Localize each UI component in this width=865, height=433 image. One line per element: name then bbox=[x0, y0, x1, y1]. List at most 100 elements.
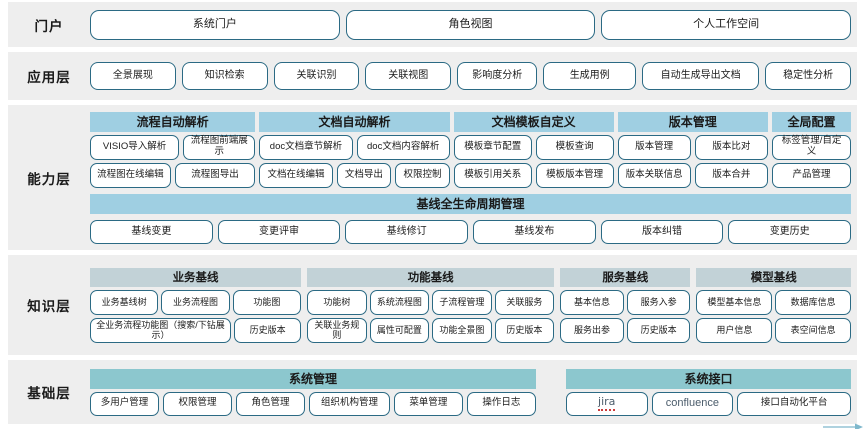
lifecycle-item-4[interactable]: 版本纠错 bbox=[600, 219, 724, 244]
base-cell-0-0[interactable]: 多用户管理 bbox=[90, 391, 160, 416]
knowledge-cell-0-0-2[interactable]: 功能图 bbox=[232, 289, 302, 315]
knowledge-cell-1-0-1[interactable]: 系统流程图 bbox=[369, 289, 430, 315]
decorative-arrow-icon bbox=[823, 423, 863, 429]
knowledge-cell-0-1-1[interactable]: 历史版本 bbox=[234, 317, 302, 343]
layer-label-ability: 能力层 bbox=[27, 171, 71, 187]
knowledge-group-function: 功能基线 功能树 系统流程图 子流程管理 关联服务 关联业务规则 属性可配置 功… bbox=[307, 267, 555, 343]
layer-band-knowledge: 知识层 业务基线 业务基线树 业务流程图 功能图 全业务流程功能图（搜索/下钻展… bbox=[8, 255, 857, 355]
portal-item-2[interactable]: 个人工作空间 bbox=[601, 9, 852, 40]
knowledge-cell-1-1-3[interactable]: 历史版本 bbox=[494, 317, 555, 343]
knowledge-cell-1-0-3[interactable]: 关联服务 bbox=[494, 289, 555, 315]
layer-label-application: 应用层 bbox=[27, 70, 71, 85]
knowledge-cell-2-0-0[interactable]: 基本信息 bbox=[560, 289, 624, 315]
layer-band-application: 应用层 全景展现 知识检索 关联识别 关联视图 影响度分析 生成用例 自动生成导… bbox=[8, 52, 857, 100]
ability-cell-2-0-0[interactable]: 模板章节配置 bbox=[453, 134, 532, 160]
ability-cell-3-1-0[interactable]: 版本关联信息 bbox=[617, 162, 691, 188]
ability-cell-4-1-0[interactable]: 产品管理 bbox=[772, 162, 851, 188]
layer-label-knowledge: 知识层 bbox=[27, 299, 71, 314]
knowledge-cell-2-1-1[interactable]: 历史版本 bbox=[626, 317, 691, 343]
application-item-1[interactable]: 知识检索 bbox=[181, 62, 268, 90]
knowledge-row-3-1: 用户信息 表空间信息 bbox=[696, 317, 851, 343]
ability-row-0-1: 流程图在线编辑 流程图导出 bbox=[90, 162, 256, 188]
base-group-header-0: 系统管理 bbox=[90, 368, 536, 389]
knowledge-row-2-1: 服务出参 历史版本 bbox=[560, 317, 691, 343]
lifecycle-item-3[interactable]: 基线发布 bbox=[473, 219, 596, 244]
ability-cell-2-1-1[interactable]: 模板版本管理 bbox=[535, 162, 614, 188]
application-item-0[interactable]: 全景展现 bbox=[90, 62, 176, 90]
knowledge-cell-3-0-0[interactable]: 模型基本信息 bbox=[696, 289, 773, 315]
base-cell-api-platform[interactable]: 接口自动化平台 bbox=[737, 391, 851, 416]
ability-row-1-0: doc文档章节解析 doc文档内容解析 bbox=[259, 134, 450, 160]
lifecycle-item-0[interactable]: 基线变更 bbox=[90, 219, 213, 244]
knowledge-group-header-0: 业务基线 bbox=[90, 267, 302, 287]
portal-item-1[interactable]: 角色视图 bbox=[345, 9, 596, 40]
ability-cell-4-0-0[interactable]: 标签管理/自定义 bbox=[772, 134, 851, 160]
ability-group-header-4: 全局配置 bbox=[772, 111, 851, 132]
knowledge-cell-3-1-0[interactable]: 用户信息 bbox=[696, 317, 773, 343]
base-cell-0-1[interactable]: 权限管理 bbox=[163, 391, 233, 416]
knowledge-cell-1-1-1[interactable]: 属性可配置 bbox=[369, 317, 430, 343]
ability-cell-3-0-0[interactable]: 版本管理 bbox=[617, 134, 691, 160]
knowledge-cell-0-0-1[interactable]: 业务流程图 bbox=[161, 289, 230, 315]
lifecycle-item-1[interactable]: 变更评审 bbox=[217, 219, 341, 244]
ability-cell-0-1-0[interactable]: 流程图在线编辑 bbox=[90, 162, 171, 188]
knowledge-cell-2-0-1[interactable]: 服务入参 bbox=[626, 289, 691, 315]
ability-groups: 流程自动解析 VISIO导入解析 流程图前端展示 流程图在线编辑 流程图导出 bbox=[90, 111, 851, 188]
knowledge-row-2-0: 基本信息 服务入参 bbox=[560, 289, 691, 315]
application-item-7[interactable]: 稳定性分析 bbox=[765, 62, 852, 90]
ability-cell-3-1-1[interactable]: 版本合并 bbox=[694, 162, 769, 188]
base-group-system-interface: 系统接口 jira confluence 接口自动化平台 bbox=[565, 368, 851, 416]
layer-label-base: 基础层 bbox=[27, 386, 71, 401]
knowledge-group-header-2: 服务基线 bbox=[560, 267, 691, 287]
ability-cell-1-1-2[interactable]: 权限控制 bbox=[395, 162, 450, 188]
application-item-2[interactable]: 关联识别 bbox=[273, 62, 360, 90]
base-cell-jira[interactable]: jira bbox=[565, 391, 648, 416]
ability-cell-1-0-0[interactable]: doc文档章节解析 bbox=[259, 134, 353, 160]
ability-group-header-1: 文档自动解析 bbox=[259, 111, 450, 132]
knowledge-row-3-0: 模型基本信息 数据库信息 bbox=[696, 289, 851, 315]
application-item-3[interactable]: 关联视图 bbox=[365, 62, 452, 90]
application-item-6[interactable]: 自动生成导出文档 bbox=[642, 62, 760, 90]
knowledge-cell-3-1-1[interactable]: 表空间信息 bbox=[775, 317, 851, 343]
ability-cell-0-0-0[interactable]: VISIO导入解析 bbox=[90, 134, 180, 160]
layer-label-portal: 门户 bbox=[34, 18, 64, 34]
portal-item-0[interactable]: 系统门户 bbox=[90, 9, 340, 40]
portal-items: 系统门户 角色视图 个人工作空间 bbox=[90, 9, 852, 40]
ability-cell-2-0-1[interactable]: 模板查询 bbox=[535, 134, 614, 160]
knowledge-cell-1-1-2[interactable]: 功能全景图 bbox=[432, 317, 492, 343]
ability-cell-3-0-1[interactable]: 版本比对 bbox=[694, 134, 769, 160]
application-items: 全景展现 知识检索 关联识别 关联视图 影响度分析 生成用例 自动生成导出文档 … bbox=[90, 62, 852, 90]
knowledge-cell-2-1-0[interactable]: 服务出参 bbox=[560, 317, 624, 343]
base-cell-0-4[interactable]: 菜单管理 bbox=[393, 391, 463, 416]
ability-cell-0-1-1[interactable]: 流程图导出 bbox=[174, 162, 256, 188]
base-row-1: jira confluence 接口自动化平台 bbox=[565, 391, 851, 416]
application-item-4[interactable]: 影响度分析 bbox=[457, 62, 538, 90]
application-item-5[interactable]: 生成用例 bbox=[543, 62, 637, 90]
ability-cell-1-1-0[interactable]: 文档在线编辑 bbox=[259, 162, 333, 188]
layer-band-ability: 能力层 流程自动解析 VISIO导入解析 流程图前端展示 流程图在线编辑 流程图… bbox=[8, 105, 857, 250]
layer-band-portal: 门户 系统门户 角色视图 个人工作空间 bbox=[8, 2, 857, 47]
ability-cell-1-0-1[interactable]: doc文档内容解析 bbox=[356, 134, 450, 160]
knowledge-group-business: 业务基线 业务基线树 业务流程图 功能图 全业务流程功能图（搜索/下钻展示） 历… bbox=[90, 267, 302, 343]
knowledge-body: 业务基线 业务基线树 业务流程图 功能图 全业务流程功能图（搜索/下钻展示） 历… bbox=[90, 259, 851, 351]
knowledge-cell-1-0-0[interactable]: 功能树 bbox=[307, 289, 367, 315]
jira-logo: jira bbox=[598, 395, 616, 411]
lifecycle-item-2[interactable]: 基线修订 bbox=[345, 219, 469, 244]
base-cell-0-2[interactable]: 角色管理 bbox=[236, 391, 306, 416]
knowledge-cell-3-0-1[interactable]: 数据库信息 bbox=[775, 289, 851, 315]
ability-cell-1-1-1[interactable]: 文档导出 bbox=[336, 162, 392, 188]
knowledge-cell-0-0-0[interactable]: 业务基线树 bbox=[90, 289, 159, 315]
knowledge-cell-1-1-0[interactable]: 关联业务规则 bbox=[307, 317, 367, 343]
ability-group-version: 版本管理 版本管理 版本比对 版本关联信息 版本合并 bbox=[617, 111, 769, 188]
ability-group-header-0: 流程自动解析 bbox=[90, 111, 256, 132]
lifecycle-item-5[interactable]: 变更历史 bbox=[728, 219, 852, 244]
ability-cell-2-1-0[interactable]: 模板引用关系 bbox=[453, 162, 532, 188]
base-cell-0-3[interactable]: 组织机构管理 bbox=[309, 391, 390, 416]
ability-group-doc-parse: 文档自动解析 doc文档章节解析 doc文档内容解析 文档在线编辑 文档导出 权… bbox=[259, 111, 450, 188]
ability-cell-0-0-1[interactable]: 流程图前端展示 bbox=[183, 134, 256, 160]
knowledge-group-service: 服务基线 基本信息 服务入参 服务出参 历史版本 bbox=[560, 267, 691, 343]
base-cell-0-5[interactable]: 操作日志 bbox=[466, 391, 536, 416]
knowledge-cell-1-0-2[interactable]: 子流程管理 bbox=[432, 289, 492, 315]
base-cell-confluence[interactable]: confluence bbox=[651, 391, 734, 416]
knowledge-cell-0-1-0[interactable]: 全业务流程功能图（搜索/下钻展示） bbox=[90, 317, 232, 343]
